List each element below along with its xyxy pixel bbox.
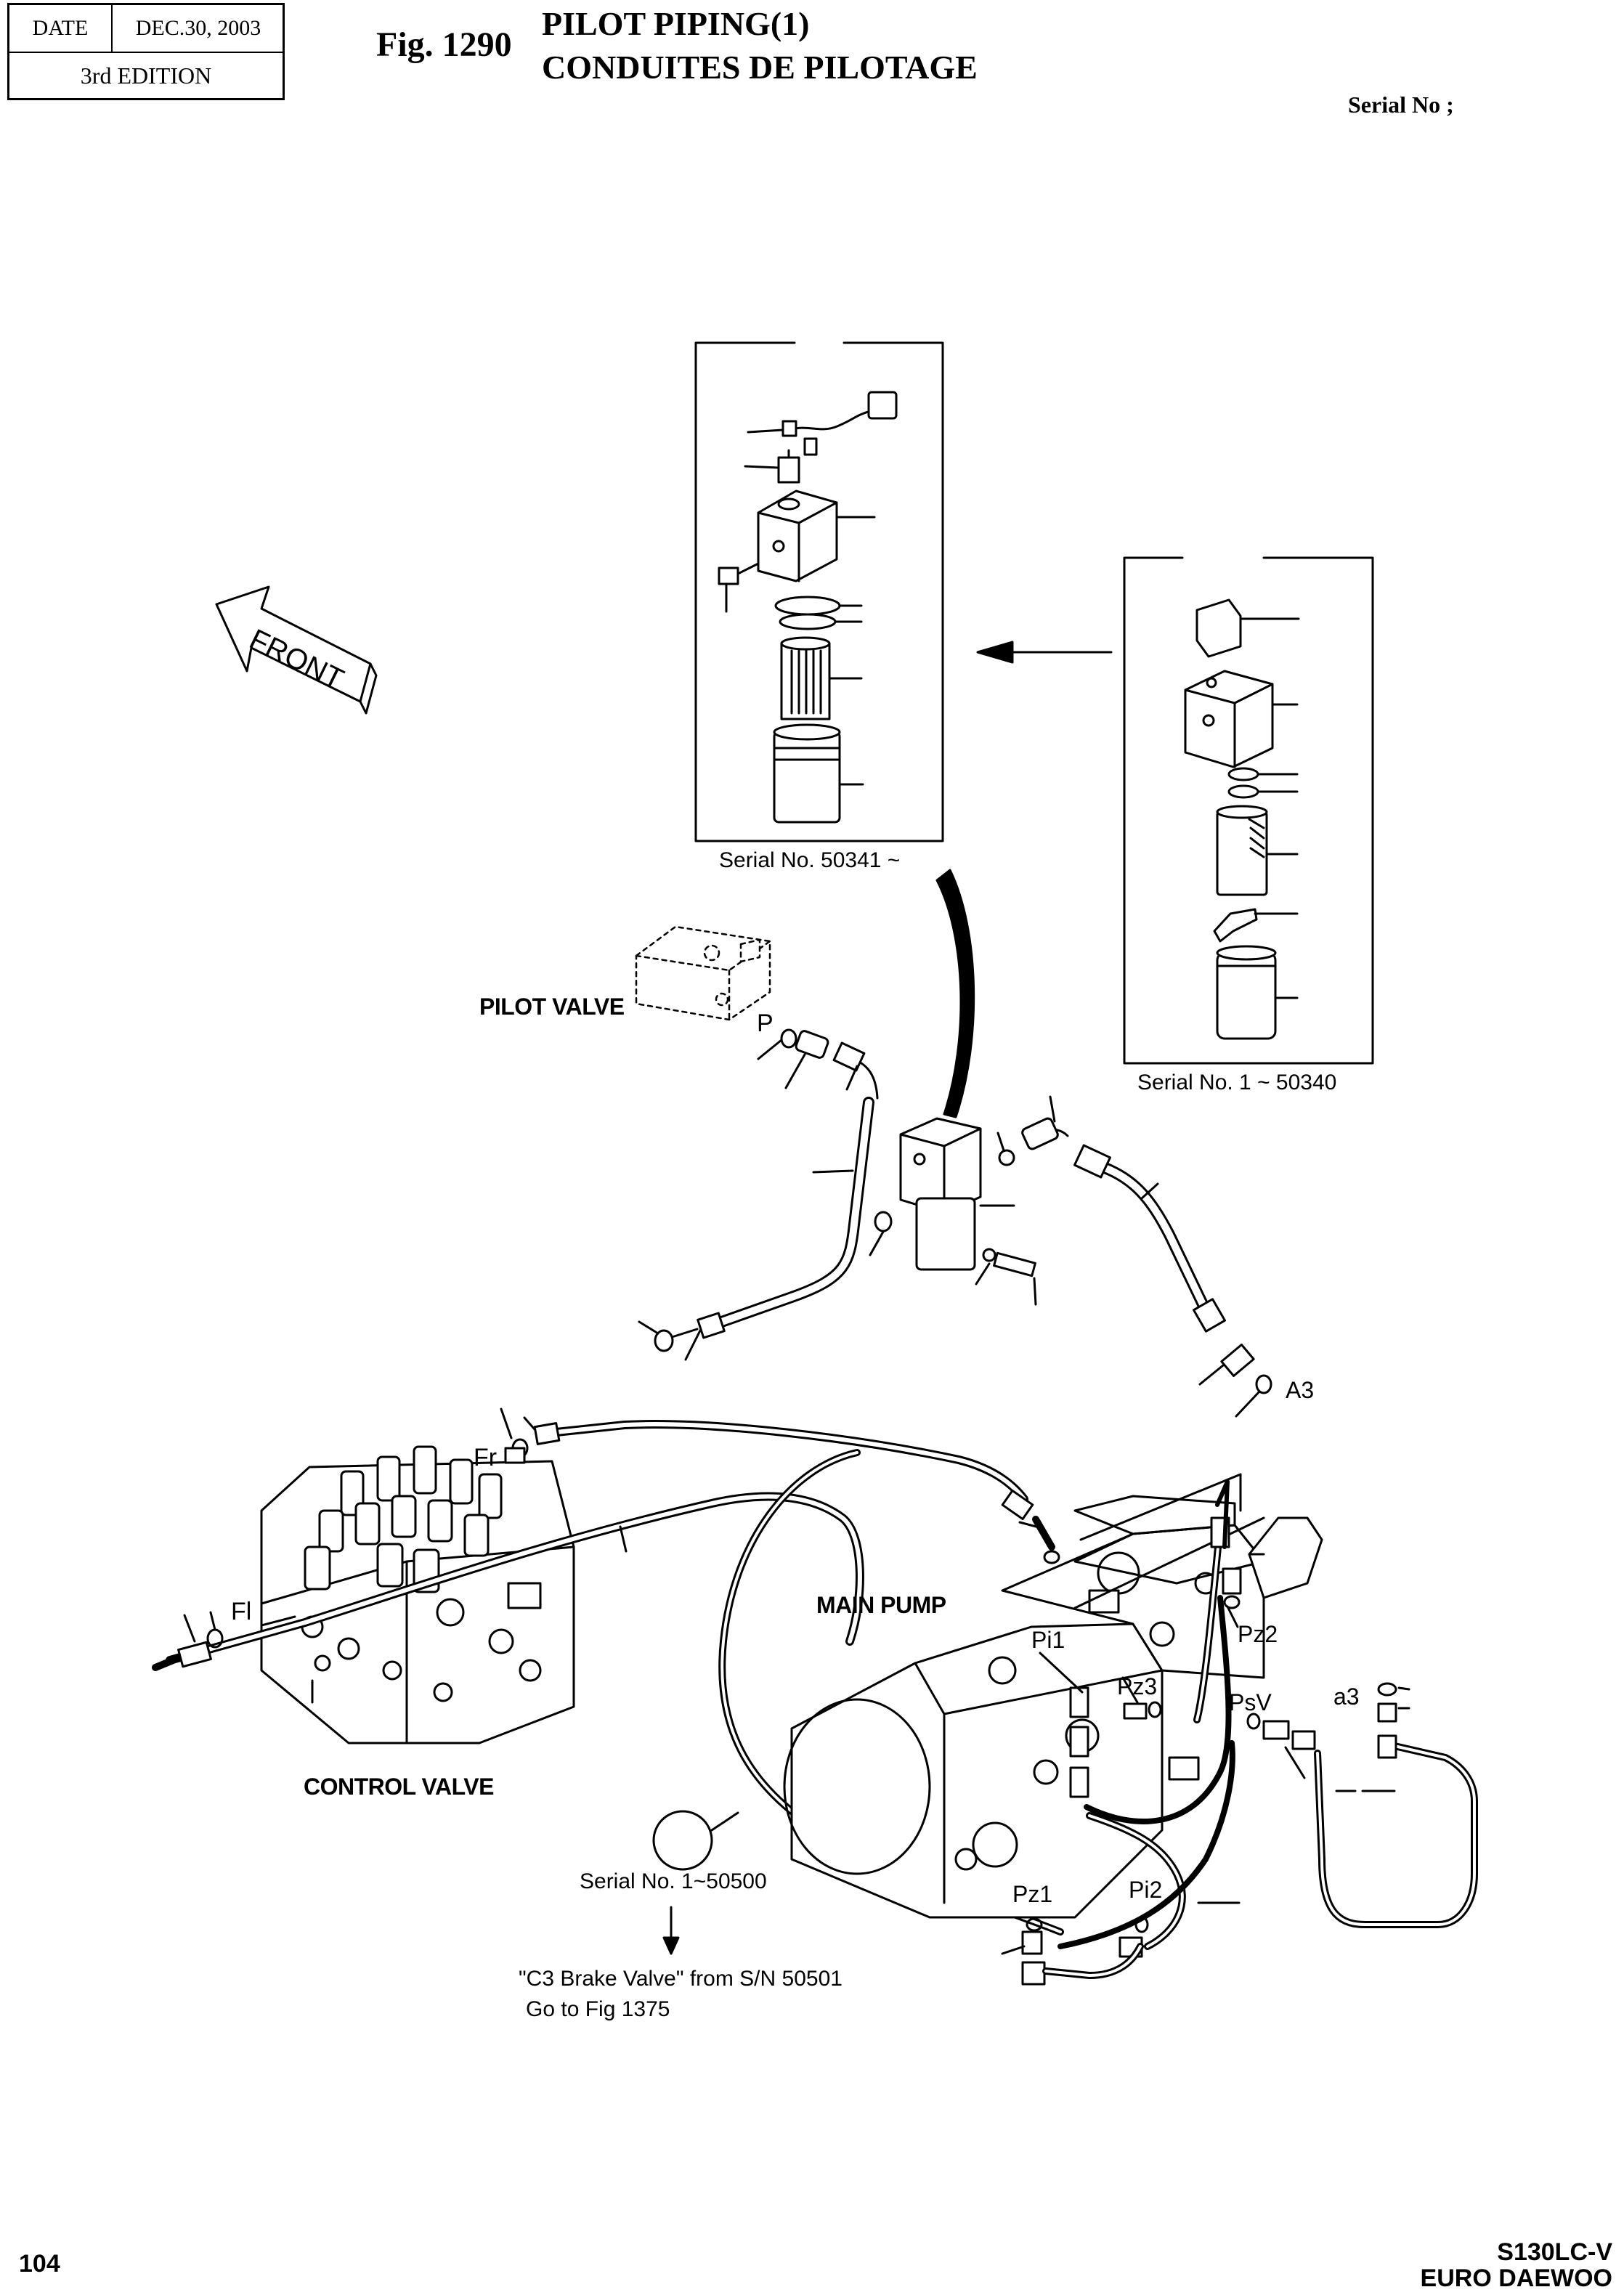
inset-upper-box — [694, 341, 944, 842]
inset-pointer-curve — [935, 869, 975, 1118]
go-to-figure-note: Go to Fig 1375 — [526, 1997, 670, 2021]
pilot-valve-label: PILOT VALVE — [479, 994, 625, 1020]
pilot-valve-fittings — [638, 1028, 879, 1361]
port-pi1-label: Pi1 — [1031, 1627, 1065, 1653]
control-valve-hoses — [152, 1408, 1064, 1935]
brake-valve-note: "C3 Brake Valve" from S/N 50501 — [519, 1967, 843, 1991]
serial-note-marker — [652, 1810, 739, 1955]
main-pump-label: MAIN PUMP — [816, 1592, 946, 1618]
port-fl-label: Fl — [231, 1598, 252, 1625]
date-row: DATE DEC.30, 2003 — [9, 5, 283, 53]
port-pi2-label: Pi2 — [1129, 1877, 1163, 1903]
inset-lower-caption: Serial No. 1 ~ 50340 — [1137, 1071, 1337, 1094]
date-label: DATE — [9, 5, 113, 52]
port-pz1-label: Pz1 — [1012, 1881, 1053, 1907]
port-p-label: P — [757, 1010, 774, 1037]
line-filter-assembly — [869, 1117, 1037, 1306]
port-psv-label: PsV — [1229, 1689, 1272, 1715]
port-a3-label: A3 — [1286, 1377, 1315, 1403]
brand-name: EURO DAEWOO — [1420, 2264, 1612, 2292]
port-fr-label: Fr — [474, 1444, 498, 1471]
port-pz2-label: Pz2 — [1238, 1621, 1278, 1647]
model-name: S130LC-V — [1497, 2238, 1612, 2266]
control-valve — [260, 1445, 575, 1744]
port-a3-lower-label: a3 — [1333, 1683, 1360, 1710]
serial-number-label: Serial No ; — [1348, 92, 1454, 118]
pilot-valve — [635, 925, 771, 1021]
figure-title-fr: CONDUITES DE PILOTAGE — [542, 49, 978, 86]
inset-upper-caption: Serial No. 50341 ~ — [719, 848, 901, 872]
inset-reference-arrow — [976, 641, 1113, 664]
figure-number: Fig. 1290 — [376, 25, 512, 64]
main-pump — [783, 1473, 1478, 1986]
edition-label: 3rd EDITION — [80, 62, 212, 89]
serial-range-note: Serial No. 1~50500 — [580, 1869, 767, 1893]
figure-title-en: PILOT PIPING(1) — [542, 5, 810, 42]
control-valve-label: CONTROL VALVE — [304, 1774, 494, 1800]
date-edition-table: DATE DEC.30, 2003 3rd EDITION — [7, 3, 285, 100]
front-arrow — [215, 585, 378, 715]
inset-lower-box — [1123, 556, 1374, 1065]
port-pz3-label: Pz3 — [1117, 1673, 1158, 1699]
date-value: DEC.30, 2003 — [135, 16, 261, 40]
page-number: 104 — [19, 2250, 60, 2278]
filter-to-a3-hose — [1021, 1095, 1272, 1418]
